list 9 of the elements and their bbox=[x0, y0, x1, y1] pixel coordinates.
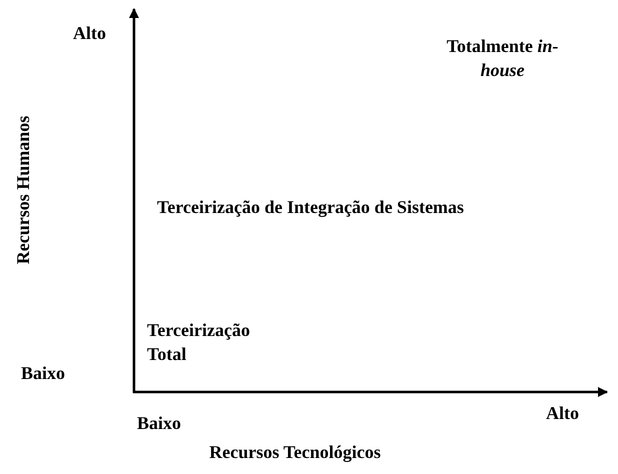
tick-label: Alto bbox=[73, 22, 106, 45]
tick-label: Alto bbox=[546, 402, 579, 425]
region-label: Terceirização de Integração de Sistemas bbox=[157, 196, 464, 219]
axis-title: Recursos Humanos bbox=[12, 115, 34, 265]
tick-label: Baixo bbox=[137, 412, 182, 435]
region-label: Terceirização Total bbox=[147, 319, 251, 366]
region-label: Totalmente in-house bbox=[446, 35, 560, 82]
axis-title: Recursos Tecnológicos bbox=[208, 441, 382, 464]
tick-label: Baixo bbox=[21, 362, 66, 385]
